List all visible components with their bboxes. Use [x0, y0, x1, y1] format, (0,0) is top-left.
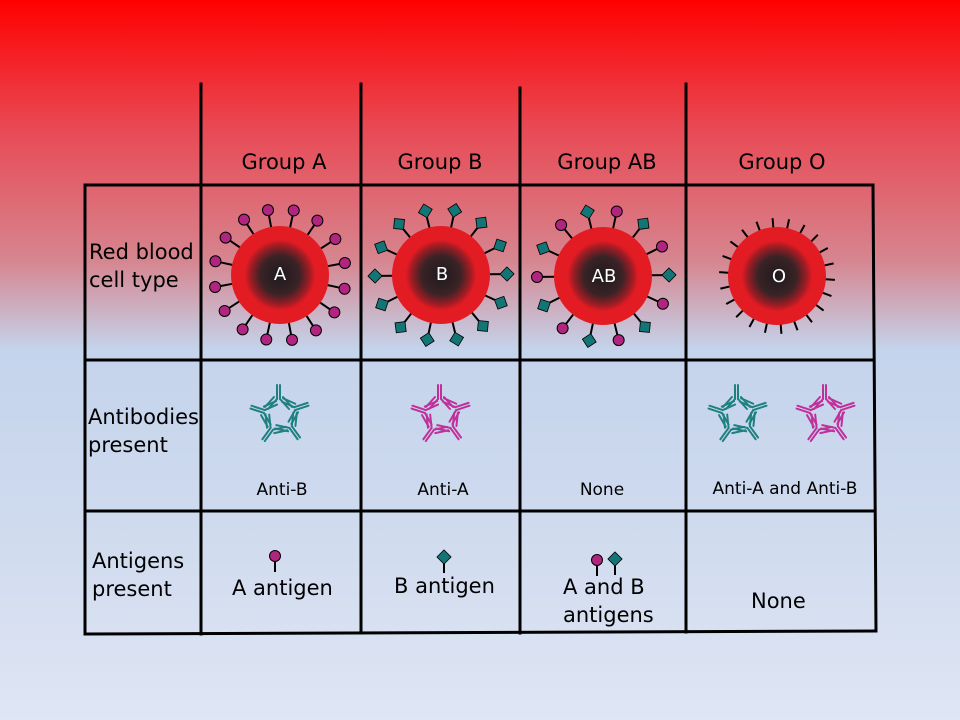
a-antigen-icon: [318, 233, 342, 251]
antibody-icon: [422, 413, 450, 443]
b-antigen-icon: [468, 216, 488, 239]
row-label-antibodies: Antibodies present: [88, 405, 199, 457]
a-antigen-icon: [326, 256, 351, 269]
antibody-icon: [261, 413, 289, 443]
antibody-icon: [410, 400, 440, 428]
antibody-icon: [826, 397, 856, 425]
cell-label-ab: AB: [591, 266, 617, 287]
a-antigen-icon: [644, 240, 669, 256]
b-antigen-icon: [394, 311, 414, 334]
anti-b-cluster-o: [707, 384, 768, 443]
b-antigen-icon: [375, 295, 400, 312]
header-group-a: Group A: [241, 150, 327, 174]
a-antigen-icon: [645, 294, 669, 310]
antibodies-group-o: Anti-A and Anti-B: [712, 479, 858, 499]
red-blood-cells: [209, 202, 835, 349]
cell-group-ab: [531, 204, 677, 349]
b-antigen-icon: [470, 310, 489, 332]
b-antigen-icon: [419, 320, 435, 348]
anti-a-cluster-b: [410, 384, 471, 443]
b-antigen-icon: [447, 202, 463, 230]
a-antigen-icon: [269, 550, 281, 572]
anti-a-cluster-o: [795, 384, 856, 443]
antibodies-group-b: Anti-A: [417, 480, 469, 500]
b-antigen-icon: [436, 549, 452, 573]
row-label-antigens: Antigens present: [92, 549, 185, 601]
a-antigen-icon: [287, 204, 300, 230]
a-antigen-icon: [209, 281, 234, 294]
a-antigen-icon: [304, 313, 322, 337]
cell-group-b: [367, 202, 515, 348]
cell-label-a: A: [273, 264, 287, 285]
antibody-icon: [807, 413, 835, 443]
b-antigen-icon: [482, 238, 507, 255]
table-grid: [83, 82, 878, 636]
b-antigen-icon: [487, 266, 515, 282]
b-antigen-icon: [630, 217, 650, 240]
b-antigen-icon: [632, 311, 651, 333]
b-antigen-icon: [537, 296, 562, 313]
b-antigen-icon: [393, 218, 412, 240]
header-group-ab: Group AB: [557, 150, 657, 174]
antigens-group-o: None: [751, 589, 806, 613]
a-antigen-icon: [209, 255, 235, 268]
a-antigen-icon: [305, 214, 324, 237]
a-antigen-icon: [236, 313, 255, 336]
antibody-icon: [707, 400, 737, 428]
antigens-group-b: B antigen: [394, 574, 495, 598]
b-antigen-icon: [374, 240, 399, 257]
a-antigen-icon: [612, 321, 625, 347]
a-antigen-icon: [556, 312, 576, 335]
cell-label-b: B: [435, 264, 449, 285]
a-antigen-icon: [591, 554, 603, 576]
row-label-red-blood-cell: Red blood cell type: [89, 240, 194, 292]
antibody-icon: [795, 400, 825, 428]
antigens-group-a: A antigen: [232, 576, 333, 600]
a-antigen-icon: [325, 282, 351, 295]
red-blood-cell-icon: [392, 226, 490, 324]
b-antigen-icon: [581, 321, 597, 349]
cell-label-o: O: [771, 266, 787, 287]
header-group-o: Group O: [738, 150, 826, 174]
a-antigen-icon: [318, 300, 341, 319]
a-antigen-icon: [610, 205, 623, 231]
cell-group-a: [209, 204, 351, 346]
b-antigen-icon: [417, 203, 433, 230]
antibodies-layer: [249, 384, 856, 443]
antibody-icon: [249, 400, 279, 428]
antibody-icon: [819, 411, 848, 441]
a-antigen-icon: [531, 270, 557, 283]
antibody-icon: [273, 411, 302, 441]
b-antigen-icon: [649, 267, 677, 283]
b-antigen-icon: [607, 551, 623, 575]
antigens-layer: [269, 549, 623, 576]
b-antigen-icon: [367, 268, 395, 284]
b-antigen-icon: [449, 320, 465, 347]
antibodies-group-ab: None: [579, 480, 625, 500]
antibodies-group-a: Anti-B: [256, 480, 308, 500]
anti-b-cluster-a: [249, 384, 310, 443]
cell-group-o: [719, 218, 835, 334]
a-antigen-icon: [286, 321, 299, 346]
a-antigen-icon: [555, 219, 574, 241]
b-antigen-icon: [483, 293, 508, 310]
a-antigen-icon: [261, 204, 274, 229]
red-blood-cell-icon: [231, 226, 329, 324]
a-antigen-icon: [219, 231, 242, 250]
a-antigen-icon: [260, 320, 273, 346]
red-blood-cell-icon: [554, 227, 652, 325]
a-antigen-icon: [218, 299, 242, 317]
b-antigen-icon: [536, 241, 561, 258]
b-antigen-icon: [579, 204, 595, 231]
antigens-group-ab: A and B antigens: [563, 575, 654, 627]
a-antigen-icon: [238, 213, 256, 237]
red-blood-cell-icon: [728, 227, 826, 325]
antibody-icon: [719, 413, 747, 443]
header-group-b: Group B: [397, 150, 483, 174]
